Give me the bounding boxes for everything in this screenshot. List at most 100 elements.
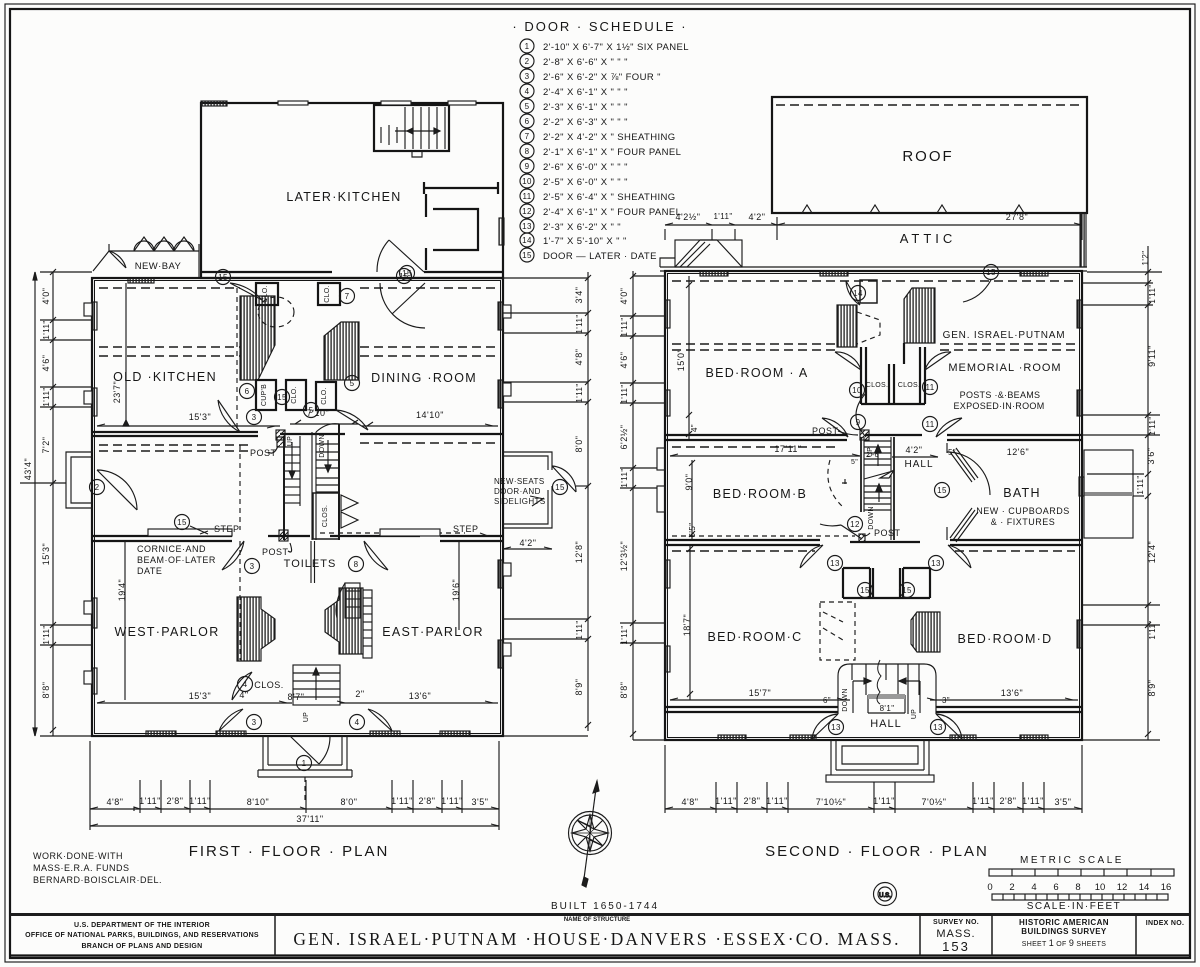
svg-text:1'11": 1'11": [1136, 475, 1145, 494]
svg-text:1'11": 1'11": [575, 314, 584, 333]
svg-text:43'4": 43'4": [23, 458, 33, 480]
svg-text:BED·ROOM·D: BED·ROOM·D: [958, 632, 1053, 646]
svg-text:HALL: HALL: [904, 459, 933, 470]
svg-text:POST: POST: [874, 528, 901, 538]
svg-text:1'11": 1'11": [575, 620, 584, 639]
svg-text:13: 13: [933, 723, 943, 732]
svg-text:4'6": 4'6": [619, 352, 629, 369]
svg-text:1'11": 1'11": [139, 796, 161, 806]
svg-text:NAME OF STRUCTURE: NAME OF STRUCTURE: [564, 917, 630, 923]
svg-text:6": 6": [823, 696, 831, 705]
svg-text:13'6": 13'6": [1001, 688, 1023, 698]
svg-text:10: 10: [852, 386, 862, 395]
svg-text:DINING ·ROOM: DINING ·ROOM: [371, 371, 477, 385]
svg-text:BRANCH OF PLANS AND DESIGN: BRANCH OF PLANS AND DESIGN: [81, 943, 202, 950]
svg-text:6: 6: [525, 117, 530, 126]
svg-text:9'11": 9'11": [1147, 345, 1157, 367]
svg-text:15: 15: [555, 483, 565, 492]
svg-text:2'-6": 2'-6": [866, 452, 882, 459]
svg-text:MEMORIAL ·ROOM: MEMORIAL ·ROOM: [948, 362, 1061, 374]
svg-text:HALL: HALL: [870, 718, 902, 730]
svg-text:CUP'B: CUP'B: [261, 384, 268, 406]
svg-text:2'-2" X 6'-3" X " ": 2'-2" X 6'-3" X " " ": [543, 117, 628, 128]
svg-text:27'8": 27'8": [1006, 212, 1028, 222]
svg-text:WORK·DONE·WITH: WORK·DONE·WITH: [33, 851, 123, 861]
svg-text:1'11": 1'11": [1148, 620, 1157, 639]
svg-text:4'2": 4'2": [749, 212, 766, 222]
svg-text:1'11": 1'11": [620, 625, 629, 644]
svg-text:15: 15: [986, 268, 996, 277]
svg-text:EAST·PARLOR: EAST·PARLOR: [382, 625, 484, 639]
svg-text:1'11": 1'11": [620, 468, 629, 487]
svg-text:14: 14: [522, 236, 532, 245]
svg-text:37'11": 37'11": [296, 814, 323, 824]
svg-text:8: 8: [1075, 882, 1080, 893]
svg-text:12'3½": 12'3½": [619, 541, 629, 571]
svg-text:10: 10: [522, 177, 532, 186]
svg-text:7: 7: [345, 292, 350, 301]
svg-text:2'-5" X 6'-4" X " SHEATHIN: 2'-5" X 6'-4" X " SHEATHING: [543, 192, 676, 203]
svg-text:POSTS ·&·BEAMS: POSTS ·&·BEAMS: [960, 390, 1041, 400]
svg-text:CLO.: CLO.: [291, 386, 298, 404]
svg-text:11: 11: [522, 192, 531, 201]
svg-text:1'11": 1'11": [575, 383, 584, 402]
svg-text:12'4": 12'4": [1147, 541, 1157, 563]
svg-text:2'-2" X 4'-2" X " SHEATHIN: 2'-2" X 4'-2" X " SHEATHING: [543, 132, 676, 143]
svg-text:CLO.: CLO.: [321, 387, 328, 405]
svg-text:STEP: STEP: [453, 524, 479, 534]
svg-text:ATTIC: ATTIC: [900, 231, 957, 246]
svg-text:2'-3" X 6'-2" X " ": 2'-3" X 6'-2" X " ": [543, 222, 621, 233]
svg-text:DATE: DATE: [137, 566, 162, 576]
svg-text:WEST·PARLOR: WEST·PARLOR: [114, 625, 219, 639]
svg-text:15: 15: [177, 518, 187, 527]
svg-text:UP: UP: [303, 712, 310, 722]
svg-text:7'10½": 7'10½": [816, 797, 846, 807]
svg-text:2'-4" X 6'-1" X " ": 2'-4" X 6'-1" X " " ": [543, 87, 628, 98]
svg-text:7: 7: [525, 132, 530, 141]
svg-text:2: 2: [95, 483, 100, 492]
svg-text:8: 8: [525, 147, 530, 156]
svg-text:3'4": 3'4": [574, 287, 584, 304]
svg-text:2'-6" X 6'-2" X ⅞" FOUR ": 2'-6" X 6'-2" X ⅞" FOUR ": [543, 72, 661, 83]
svg-text:U.S. DEPARTMENT OF THE INTERIO: U.S. DEPARTMENT OF THE INTERIOR: [74, 922, 210, 929]
svg-text:GEN. ISRAEL·PUTNAM: GEN. ISRAEL·PUTNAM: [943, 330, 1066, 341]
svg-text:15'3": 15'3": [189, 412, 211, 422]
svg-text:12'6": 12'6": [1007, 447, 1029, 457]
svg-text:12: 12: [850, 520, 860, 529]
svg-text:2": 2": [355, 689, 364, 699]
svg-text:15: 15: [277, 393, 287, 402]
svg-text:13: 13: [830, 559, 840, 568]
svg-text:2'-3" X 6'-1" X " ": 2'-3" X 6'-1" X " " ": [543, 102, 628, 113]
svg-text:CLOS.: CLOS.: [866, 382, 889, 389]
svg-text:7'10": 7'10": [307, 408, 329, 418]
svg-text:CORNICE·AND: CORNICE·AND: [137, 544, 206, 554]
svg-text:15'3": 15'3": [189, 691, 211, 701]
svg-text:4: 4: [355, 718, 360, 727]
svg-text:INDEX NO.: INDEX NO.: [1146, 920, 1184, 927]
svg-text:2'8": 2'8": [744, 796, 761, 806]
svg-text:4'8": 4'8": [574, 349, 584, 366]
svg-text:DOOR — LATER · DATE: DOOR — LATER · DATE: [543, 251, 657, 262]
svg-text:BUILDINGS SURVEY: BUILDINGS SURVEY: [1021, 927, 1107, 936]
svg-text:2'-4" X 6'-1" X " FOUR PA: 2'-4" X 6'-1" X " FOUR PANEL: [543, 207, 681, 218]
svg-text:1'11": 1'11": [42, 387, 51, 406]
svg-text:POST: POST: [812, 426, 839, 436]
svg-text:8: 8: [354, 560, 359, 569]
svg-text:NEW·BAY: NEW·BAY: [135, 261, 182, 272]
svg-text:EXPOSED·IN·ROOM: EXPOSED·IN·ROOM: [953, 401, 1044, 411]
svg-text:OLD ·KITCHEN: OLD ·KITCHEN: [113, 370, 217, 384]
svg-text:SIDELIGHTS: SIDELIGHTS: [494, 497, 546, 506]
svg-text:ROOF: ROOF: [902, 148, 953, 165]
svg-text:DOOR·AND: DOOR·AND: [494, 487, 541, 496]
svg-text:5: 5: [525, 102, 530, 111]
svg-text:2'8": 2'8": [167, 796, 184, 806]
svg-text:6: 6: [245, 387, 250, 396]
svg-text:4'0": 4'0": [41, 288, 51, 305]
svg-text:2'-1" X 6'-1" X " FOUR PA: 2'-1" X 6'-1" X " FOUR PANEL: [543, 147, 681, 158]
svg-text:LATER·KITCHEN: LATER·KITCHEN: [286, 190, 401, 204]
svg-text:2'-5" X 6'-0" X " ": 2'-5" X 6'-0" X " " ": [543, 177, 628, 188]
svg-text:4'8": 4'8": [107, 797, 124, 807]
svg-text:CLO.: CLO.: [324, 285, 331, 303]
svg-text:2'-8" X 6'-6" X " ": 2'-8" X 6'-6" X " " ": [543, 57, 628, 68]
svg-text:BATH: BATH: [1003, 486, 1041, 500]
